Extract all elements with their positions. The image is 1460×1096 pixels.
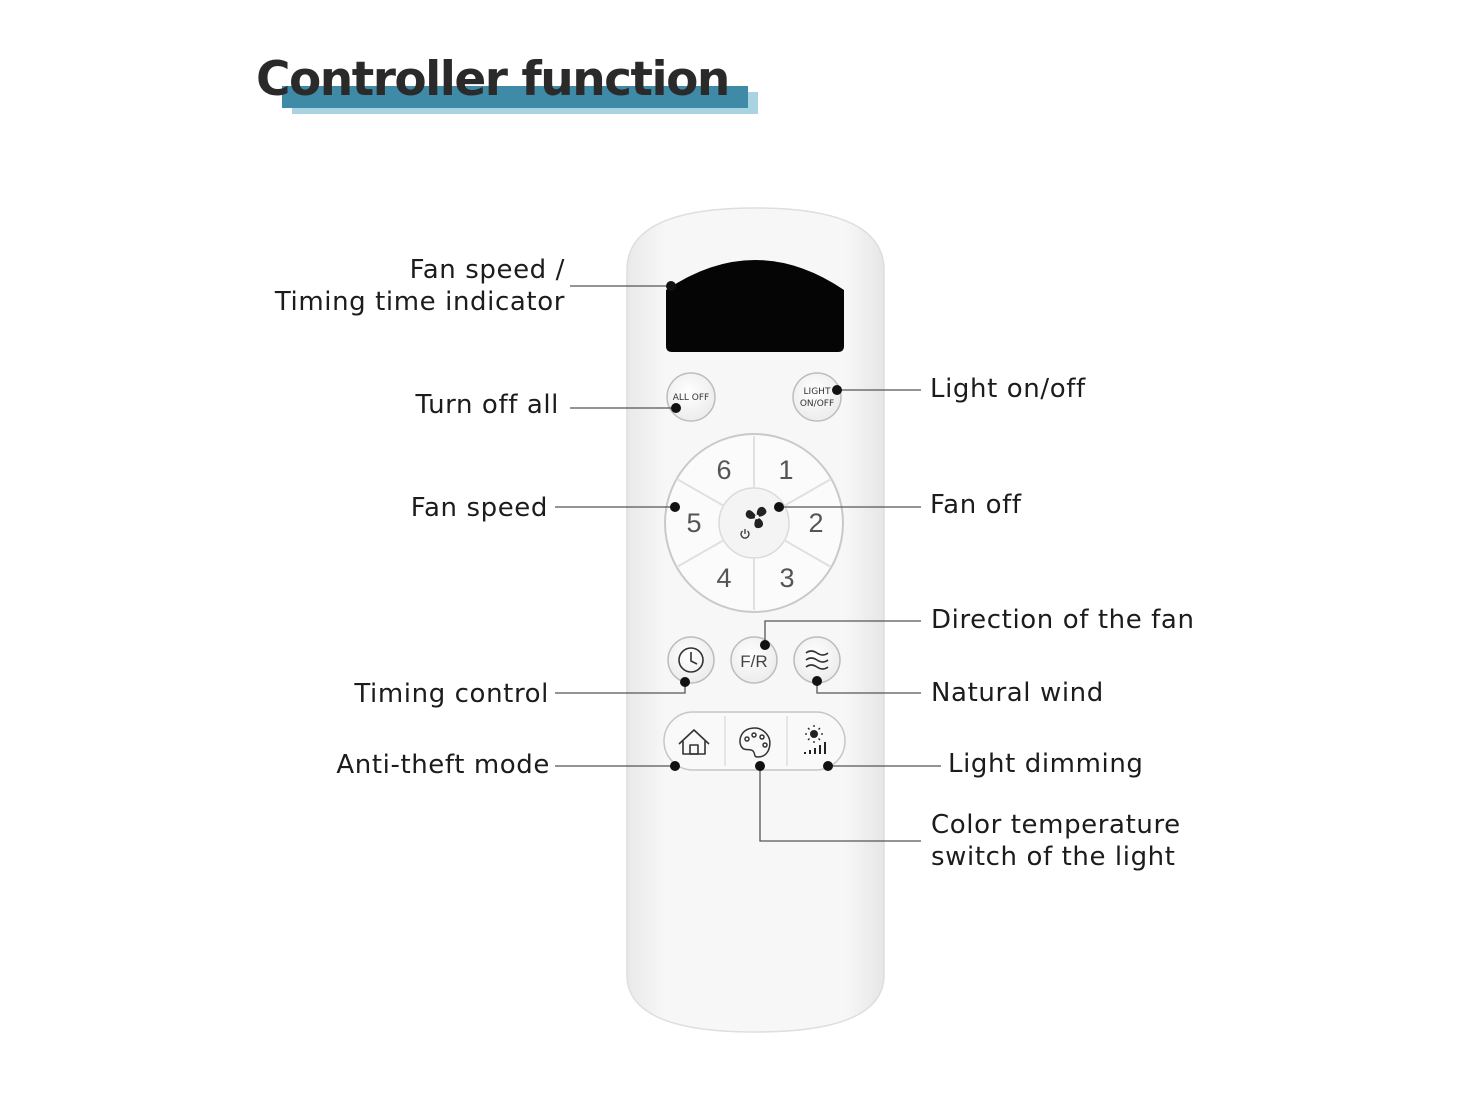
dot-turn-off-all xyxy=(671,403,681,413)
label-color-temp-line2: switch of the light xyxy=(931,842,1176,872)
palette-icon xyxy=(739,727,771,758)
dot-timing xyxy=(680,677,690,687)
light-text-line1: LIGHT xyxy=(804,387,831,397)
fr-button[interactable]: F/R xyxy=(730,636,778,684)
dot-light-onoff xyxy=(832,385,842,395)
leader-lines xyxy=(555,285,941,842)
dot-indicator xyxy=(666,281,676,291)
clock-icon xyxy=(678,647,704,673)
light-text-line2: ON/OFF xyxy=(800,399,834,409)
anti-theft-button[interactable] xyxy=(666,714,724,768)
speed-3-button[interactable]: 3 xyxy=(779,563,794,593)
light-onoff-button[interactable]: LIGHT ON/OFF xyxy=(792,372,842,422)
label-indicator: Fan speed / Timing time indicator xyxy=(275,254,565,318)
light-dimming-button[interactable] xyxy=(789,714,843,768)
dot-light-dimming xyxy=(823,761,833,771)
wind-icon xyxy=(805,650,829,670)
all-off-button[interactable]: ALL OFF xyxy=(666,372,716,422)
dot-color-temp xyxy=(755,761,765,771)
label-fan-off: Fan off xyxy=(930,490,1022,520)
label-turn-off-all: Turn off all xyxy=(415,390,559,420)
speed-2-button[interactable]: 2 xyxy=(808,508,823,538)
display-screen xyxy=(666,260,844,352)
home-icon xyxy=(678,729,710,755)
label-direction: Direction of the fan xyxy=(931,605,1195,635)
speed-4-button[interactable]: 4 xyxy=(716,563,731,593)
label-indicator-line2: Timing time indicator xyxy=(274,287,565,317)
label-timing-control: Timing control xyxy=(354,679,549,709)
speed-5-button[interactable]: 5 xyxy=(686,508,701,538)
bottom-button-group xyxy=(663,711,846,771)
dot-fan-speed xyxy=(670,502,680,512)
dot-anti-theft xyxy=(670,761,680,771)
leader-direction xyxy=(764,620,921,645)
dot-direction xyxy=(760,640,770,650)
label-indicator-line1: Fan speed / xyxy=(409,255,565,285)
label-anti-theft: Anti-theft mode xyxy=(336,750,550,780)
dot-natural-wind xyxy=(812,676,822,686)
all-off-text: ALL OFF xyxy=(673,393,709,403)
title-underline xyxy=(282,86,748,108)
label-light-onoff: Light on/off xyxy=(930,374,1086,404)
page-title: Controller function xyxy=(256,52,730,107)
label-natural-wind: Natural wind xyxy=(931,678,1104,708)
dot-fan-off xyxy=(774,502,784,512)
label-color-temp: Color temperature switch of the light xyxy=(931,809,1181,873)
brightness-icon xyxy=(804,725,826,754)
power-icon xyxy=(740,529,750,539)
leader-dots xyxy=(666,281,842,771)
label-fan-speed: Fan speed xyxy=(410,493,548,523)
label-light-dimming: Light dimming xyxy=(948,749,1144,779)
fan-off-button[interactable] xyxy=(740,506,767,539)
color-temperature-button[interactable] xyxy=(727,714,785,768)
speed-1-button[interactable]: 1 xyxy=(778,455,793,485)
speed-6-button[interactable]: 6 xyxy=(716,455,731,485)
label-color-temp-line1: Color temperature xyxy=(931,810,1181,840)
timing-button[interactable] xyxy=(667,636,715,684)
speed-dial: 1 2 3 4 5 6 xyxy=(664,433,844,613)
fan-icon xyxy=(745,506,767,529)
fr-text: F/R xyxy=(740,652,767,671)
leader-color-temp xyxy=(759,766,921,842)
